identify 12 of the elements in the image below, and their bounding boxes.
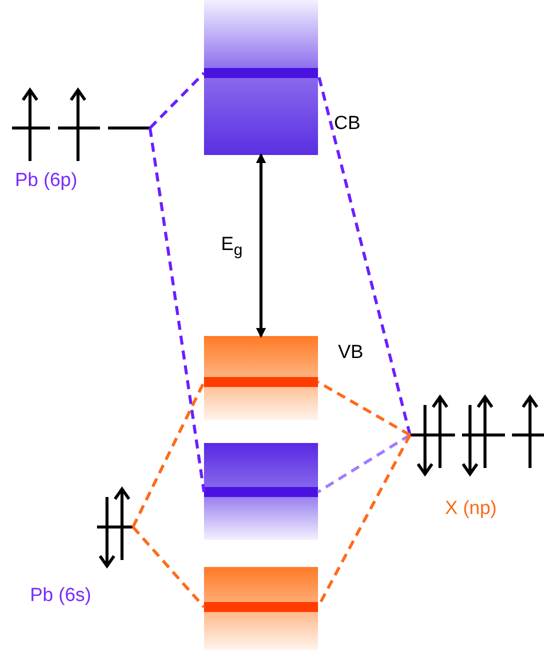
dashed-line <box>317 434 411 494</box>
level-label: Pb (6p) <box>15 170 78 192</box>
dashed-line <box>132 526 206 608</box>
double-arrow <box>256 153 266 338</box>
level-label: X (np) <box>445 498 497 520</box>
dashed-line <box>132 381 206 528</box>
dashed-line <box>148 72 206 130</box>
band-label: CB <box>334 113 360 135</box>
level-label: Pb (6s) <box>30 585 92 607</box>
dashed-line <box>317 380 411 436</box>
band-label: VB <box>338 342 364 364</box>
dashed-line <box>148 128 206 492</box>
